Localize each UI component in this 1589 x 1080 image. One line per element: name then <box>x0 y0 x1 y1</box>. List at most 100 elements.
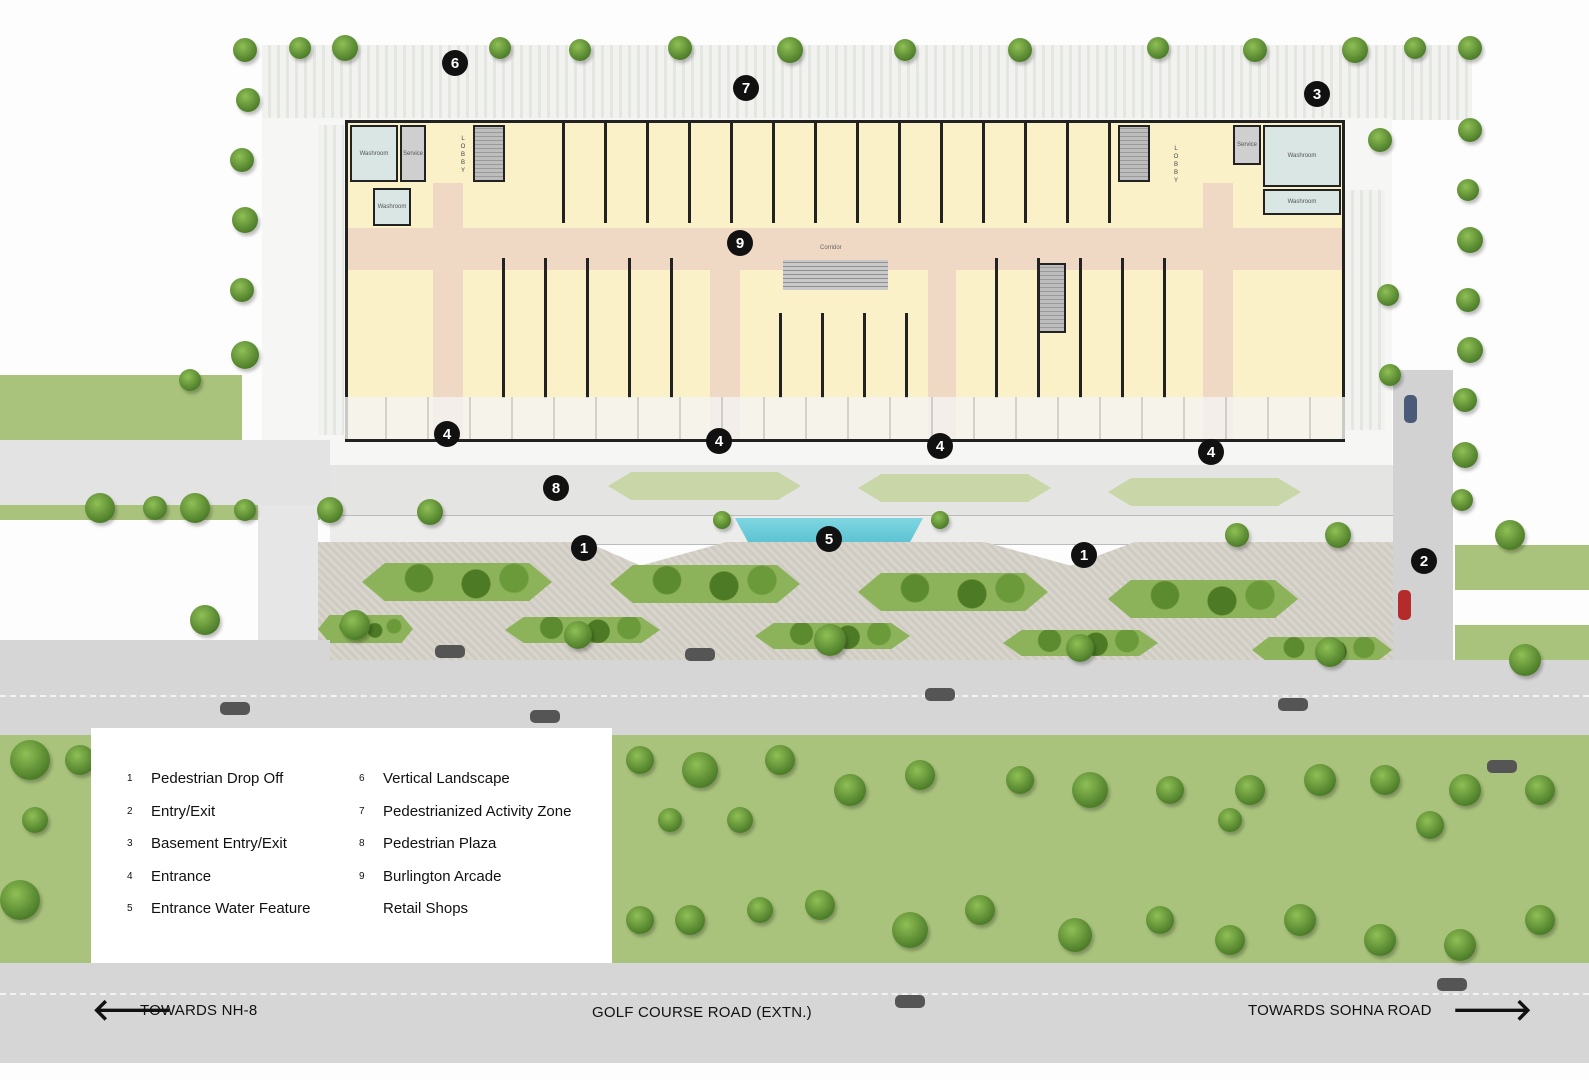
tree-icon <box>1225 523 1249 547</box>
direction-right: TOWARDS SOHNA ROAD <box>1248 1002 1432 1019</box>
tree-icon <box>1451 489 1473 511</box>
tree-icon <box>777 37 803 63</box>
left-lawn <box>0 375 242 441</box>
tree-icon <box>1458 36 1482 60</box>
tree-icon <box>1453 388 1477 412</box>
lobby-label: LOBBY <box>1173 146 1179 184</box>
tree-icon <box>230 148 254 172</box>
legend-number: 5 <box>127 903 133 914</box>
retail-shops-row <box>463 258 708 398</box>
legend-number: 8 <box>359 838 365 849</box>
tree-icon <box>1364 924 1396 956</box>
legend-item: Retail Shops <box>359 900 468 917</box>
legend-label: Pedestrianized Activity Zone <box>383 802 572 820</box>
tree-icon <box>0 880 40 920</box>
staircase <box>473 125 505 182</box>
planter <box>858 573 1048 611</box>
staircase <box>1038 263 1066 333</box>
car <box>1398 590 1411 620</box>
marker-9: 9 <box>727 230 753 256</box>
tree-icon <box>626 906 654 934</box>
side-landscape-left <box>318 125 344 435</box>
left-road <box>0 440 330 505</box>
legend-item: 5 Entrance Water Feature <box>127 900 311 917</box>
tree-icon <box>332 35 358 61</box>
building-frontage <box>345 397 1345 439</box>
tree-icon <box>747 897 773 923</box>
tree-icon <box>340 610 370 640</box>
tree-icon <box>1444 929 1476 961</box>
legend-item: 8 Pedestrian Plaza <box>359 835 496 852</box>
marker-3: 3 <box>1304 81 1330 107</box>
tree-icon <box>289 37 311 59</box>
tree-icon <box>834 774 866 806</box>
right-lawn <box>1455 545 1589 590</box>
tree-icon <box>179 369 201 391</box>
tree-icon <box>1416 811 1444 839</box>
car <box>895 995 925 1008</box>
marker-8: 8 <box>543 475 569 501</box>
legend-number: 1 <box>127 773 133 784</box>
building-footprint: Corridor Washroom Service Washroom LOBBY… <box>345 120 1345 442</box>
car <box>220 702 250 715</box>
tree-icon <box>489 37 511 59</box>
legend-number: 3 <box>127 838 133 849</box>
marker-1: 1 <box>1071 542 1097 568</box>
tree-icon <box>233 38 257 62</box>
tree-icon <box>1456 288 1480 312</box>
tree-icon <box>682 752 718 788</box>
tree-icon <box>1146 906 1174 934</box>
tree-icon <box>232 207 258 233</box>
tree-icon <box>1342 37 1368 63</box>
tree-icon <box>1458 118 1482 142</box>
tree-icon <box>564 621 592 649</box>
washroom: Washroom <box>1263 189 1341 215</box>
tree-icon <box>1243 38 1267 62</box>
planter <box>1108 580 1298 618</box>
tree-icon <box>1457 179 1479 201</box>
legend-number: 6 <box>359 773 365 784</box>
tree-icon <box>1006 766 1034 794</box>
corridor-label: Corridor <box>820 245 842 251</box>
marker-5: 5 <box>816 526 842 552</box>
tree-icon <box>626 746 654 774</box>
tree-icon <box>230 278 254 302</box>
golf-course-road-south <box>0 963 1589 1063</box>
tree-icon <box>1215 925 1245 955</box>
legend-number: 2 <box>127 805 133 817</box>
tree-icon <box>1284 904 1316 936</box>
tree-icon <box>1457 337 1483 363</box>
tree-icon <box>1509 644 1541 676</box>
tree-icon <box>1235 775 1265 805</box>
tree-icon <box>1452 442 1478 468</box>
tree-icon <box>892 912 928 948</box>
legend-label: Vertical Landscape <box>383 770 510 787</box>
tree-icon <box>22 807 48 833</box>
plaza-lawn <box>608 472 801 500</box>
legend-label: Pedestrian Plaza <box>383 835 497 852</box>
tree-icon <box>417 499 443 525</box>
tree-icon <box>1377 284 1399 306</box>
tree-icon <box>905 760 935 790</box>
tree-icon <box>1370 765 1400 795</box>
plaza-lawn <box>1108 478 1301 506</box>
retail-shops-row <box>740 313 928 398</box>
road-name: GOLF COURSE ROAD (EXTN.) <box>592 1004 812 1021</box>
tree-icon <box>1379 364 1401 386</box>
car <box>435 645 465 658</box>
washroom: Washroom <box>1263 125 1341 187</box>
tree-icon <box>317 497 343 523</box>
car <box>1278 698 1308 711</box>
legend-label: Entrance Water Feature <box>151 900 311 917</box>
marker-2: 2 <box>1411 548 1437 574</box>
tree-icon <box>658 808 682 832</box>
tree-icon <box>1008 38 1032 62</box>
tree-icon <box>1404 37 1426 59</box>
retail-shops-row <box>523 123 1113 223</box>
tree-icon <box>1368 128 1392 152</box>
legend-number: 4 <box>127 870 133 882</box>
